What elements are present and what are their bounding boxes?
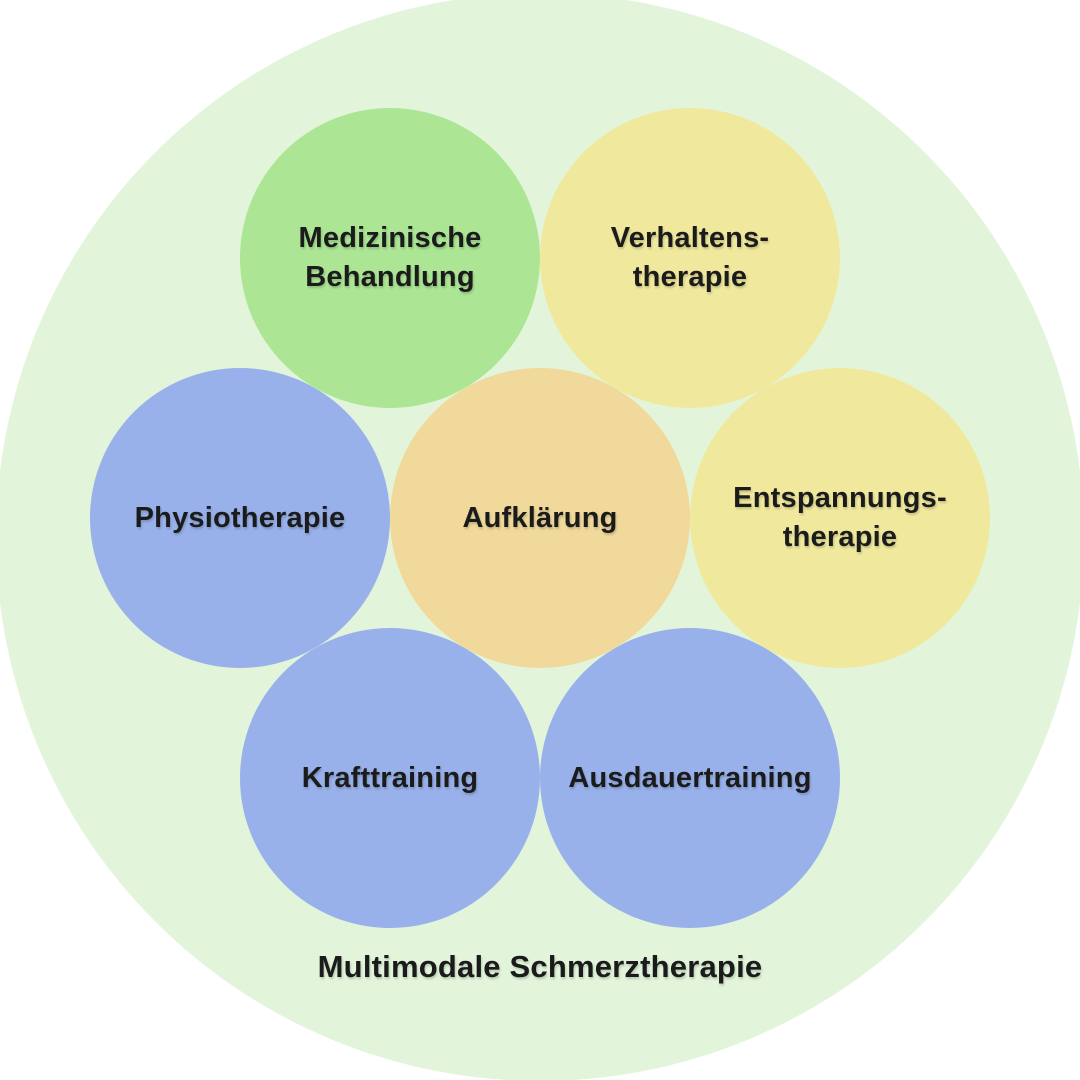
diagram-title: Multimodale Schmerztherapie bbox=[317, 949, 763, 984]
circle-label-physiotherapie: Physiotherapie bbox=[135, 499, 346, 538]
circle-label-krafttraining: Krafttraining bbox=[302, 759, 479, 798]
label-line: Aufklärung bbox=[462, 501, 618, 534]
circle-entspannungstherapie: Entspannungs- therapie bbox=[690, 368, 990, 668]
circle-label-aufklaerung: Aufklärung bbox=[462, 499, 617, 538]
circle-verhaltenstherapie: Verhaltens- therapie bbox=[540, 108, 840, 408]
circle-physiotherapie: Physiotherapie bbox=[90, 368, 390, 668]
circle-ausdauertraining: Ausdauertraining bbox=[540, 628, 840, 928]
label-line: therapie bbox=[632, 261, 748, 293]
circle-aufklaerung: Aufklärung bbox=[390, 368, 690, 668]
label-line: Behandlung bbox=[305, 261, 475, 293]
label-line: Medizinische bbox=[298, 222, 482, 254]
label-line: Krafttraining bbox=[301, 761, 479, 794]
circle-krafttraining: Krafttraining bbox=[240, 628, 540, 928]
circle-label-verhaltenstherapie: Verhaltens- therapie bbox=[611, 219, 770, 297]
label-line: Physiotherapie bbox=[134, 501, 346, 534]
label-line: Verhaltens- bbox=[610, 222, 770, 254]
circle-medizinische-behandlung: Medizinische Behandlung bbox=[240, 108, 540, 408]
label-line: therapie bbox=[782, 521, 898, 553]
circle-label-entspannungstherapie: Entspannungs- therapie bbox=[733, 479, 947, 557]
label-line: Entspannungs- bbox=[733, 482, 947, 514]
circle-label-ausdauertraining: Ausdauertraining bbox=[568, 759, 811, 798]
label-line: Ausdauertraining bbox=[568, 761, 812, 794]
circle-label-medizinische-behandlung: Medizinische Behandlung bbox=[299, 219, 482, 297]
